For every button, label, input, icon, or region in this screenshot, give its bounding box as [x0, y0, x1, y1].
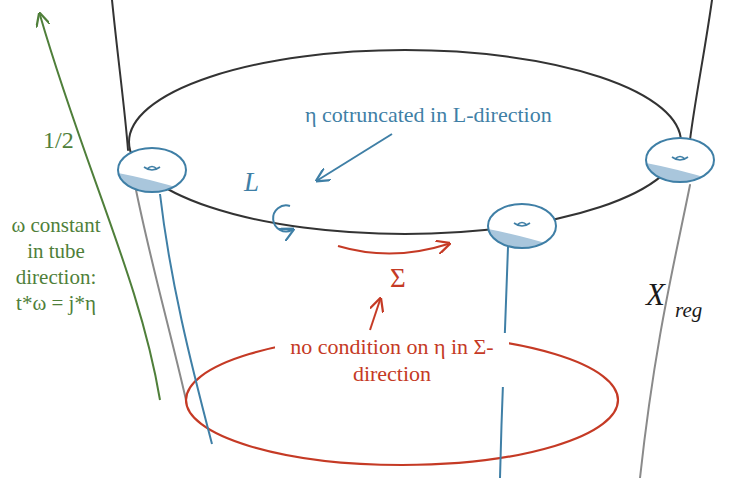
space-subscript: reg [675, 298, 702, 323]
illustration-part [160, 194, 212, 444]
illustration-part [488, 204, 556, 248]
illustration-part [482, 228, 562, 256]
leader-arrow [370, 300, 380, 330]
illustration-part [112, 0, 128, 150]
top-circle [129, 50, 681, 234]
illustration-part [118, 148, 186, 192]
sigma-arrow [338, 244, 448, 254]
rotation-arrow [273, 205, 292, 231]
blue-strands [160, 194, 508, 478]
note-text: ω constant in tube direction: t*ω = j*η [6, 212, 106, 316]
illustration-part [135, 185, 186, 400]
green-arrow [40, 15, 160, 400]
symbol-label: L [244, 166, 259, 198]
leader-arrow [318, 134, 392, 180]
illustration-part [514, 223, 530, 227]
symbol-label: Σ [390, 262, 406, 294]
illustration-part [112, 172, 192, 200]
space-label: X [646, 276, 665, 313]
tube-walls [112, 0, 712, 478]
torus [640, 138, 720, 190]
illustration-part [640, 185, 690, 478]
torus [482, 204, 562, 256]
illustration-part [144, 167, 160, 171]
torus [112, 148, 192, 200]
illustration-part [646, 138, 714, 182]
note-text: no condition on η in Σ-direction [275, 333, 509, 387]
illustration-part [690, 0, 712, 140]
illustration-part [640, 162, 720, 190]
illustration-part [672, 157, 688, 161]
note-text: η cotruncated in L-direction [305, 102, 552, 128]
fraction-label: 1/2 [43, 126, 74, 155]
